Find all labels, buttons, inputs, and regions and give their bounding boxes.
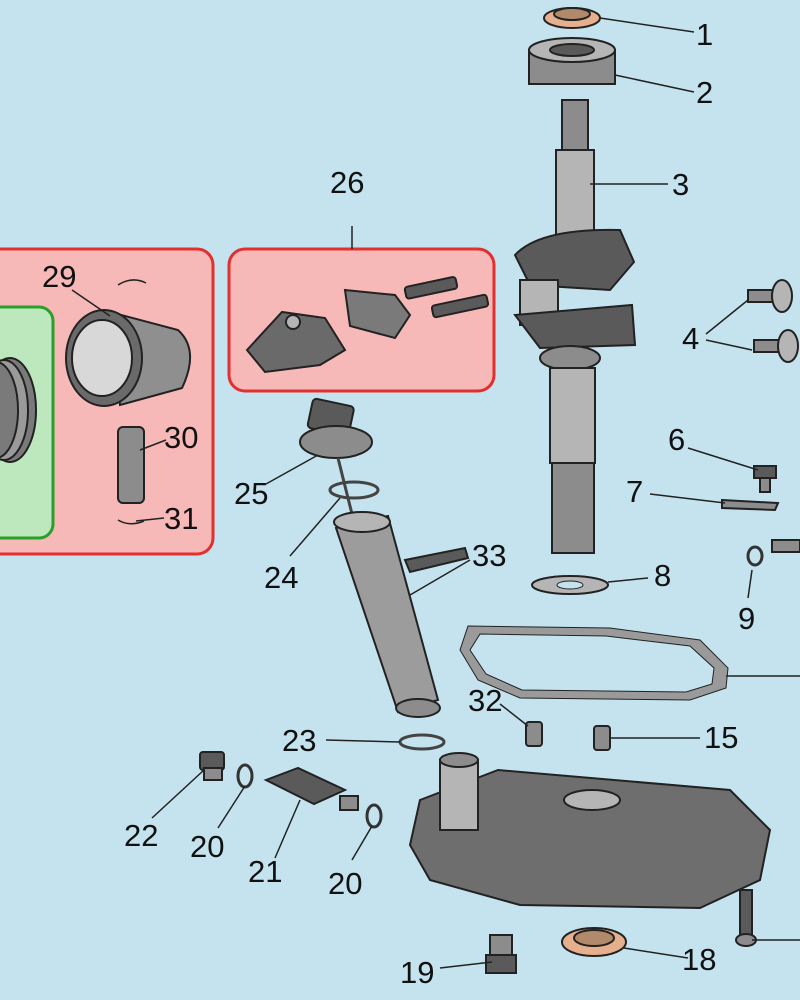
callout-2: 2 <box>696 75 713 110</box>
drain-extension-21 <box>263 766 359 811</box>
dowel-pin-32 <box>525 721 543 747</box>
plug-19 <box>485 934 517 974</box>
callout-30: 30 <box>164 420 198 455</box>
washer-9 <box>746 545 764 567</box>
callout-3: 3 <box>672 167 689 202</box>
clip-top <box>117 279 147 286</box>
crankshaft <box>513 99 637 554</box>
callout-9: 9 <box>738 601 755 636</box>
callout-15: 15 <box>704 720 738 755</box>
oil-seal-top <box>543 7 601 29</box>
callout-20-right: 20 <box>328 866 362 901</box>
callout-1: 1 <box>696 17 713 52</box>
callout-26: 26 <box>330 165 364 200</box>
piston <box>65 309 192 407</box>
callout-6: 6 <box>668 422 685 457</box>
callout-18: 18 <box>682 942 716 977</box>
washer-20-left <box>236 763 254 789</box>
connecting-rod <box>245 310 347 374</box>
thrust-washer-8 <box>531 575 609 595</box>
callout-7: 7 <box>626 474 643 509</box>
callout-4: 4 <box>682 321 699 356</box>
callout-19: 19 <box>400 955 434 990</box>
clip-bottom <box>117 519 145 525</box>
oil-fill-cap <box>299 397 373 531</box>
callout-31: 31 <box>164 501 198 536</box>
washer-20-right <box>365 803 383 829</box>
crankcase-cover <box>408 752 772 910</box>
callout-29: 29 <box>42 259 76 294</box>
rod-bolts <box>403 276 490 319</box>
o-ring-23 <box>398 733 446 751</box>
bolt-bottom-right <box>735 889 757 947</box>
bolt-4-upper <box>747 279 793 313</box>
bolt-right-9 <box>771 539 800 553</box>
main-bearing <box>528 37 616 85</box>
o-ring-24 <box>328 480 380 500</box>
piston-rings <box>0 357 37 463</box>
bolt-4-lower <box>753 329 799 363</box>
callout-8: 8 <box>654 558 671 593</box>
callout-33: 33 <box>472 538 506 573</box>
plate-7 <box>721 498 780 512</box>
rod-cap <box>343 288 412 340</box>
callout-20-left: 20 <box>190 829 224 864</box>
callout-22: 22 <box>124 818 158 853</box>
oil-fill-tube <box>333 511 470 718</box>
callout-21: 21 <box>248 854 282 889</box>
callout-24: 24 <box>264 560 298 595</box>
callout-25: 25 <box>234 476 268 511</box>
drain-plug-22 <box>199 751 225 781</box>
callout-32: 32 <box>468 683 502 718</box>
leader-lines <box>71 17 800 969</box>
callout-23: 23 <box>282 723 316 758</box>
bolt-6 <box>753 465 777 493</box>
dowel-pin-15 <box>593 725 611 751</box>
crankcase-gasket <box>459 625 729 701</box>
oil-seal-18 <box>561 927 627 957</box>
piston-pin <box>117 426 145 504</box>
